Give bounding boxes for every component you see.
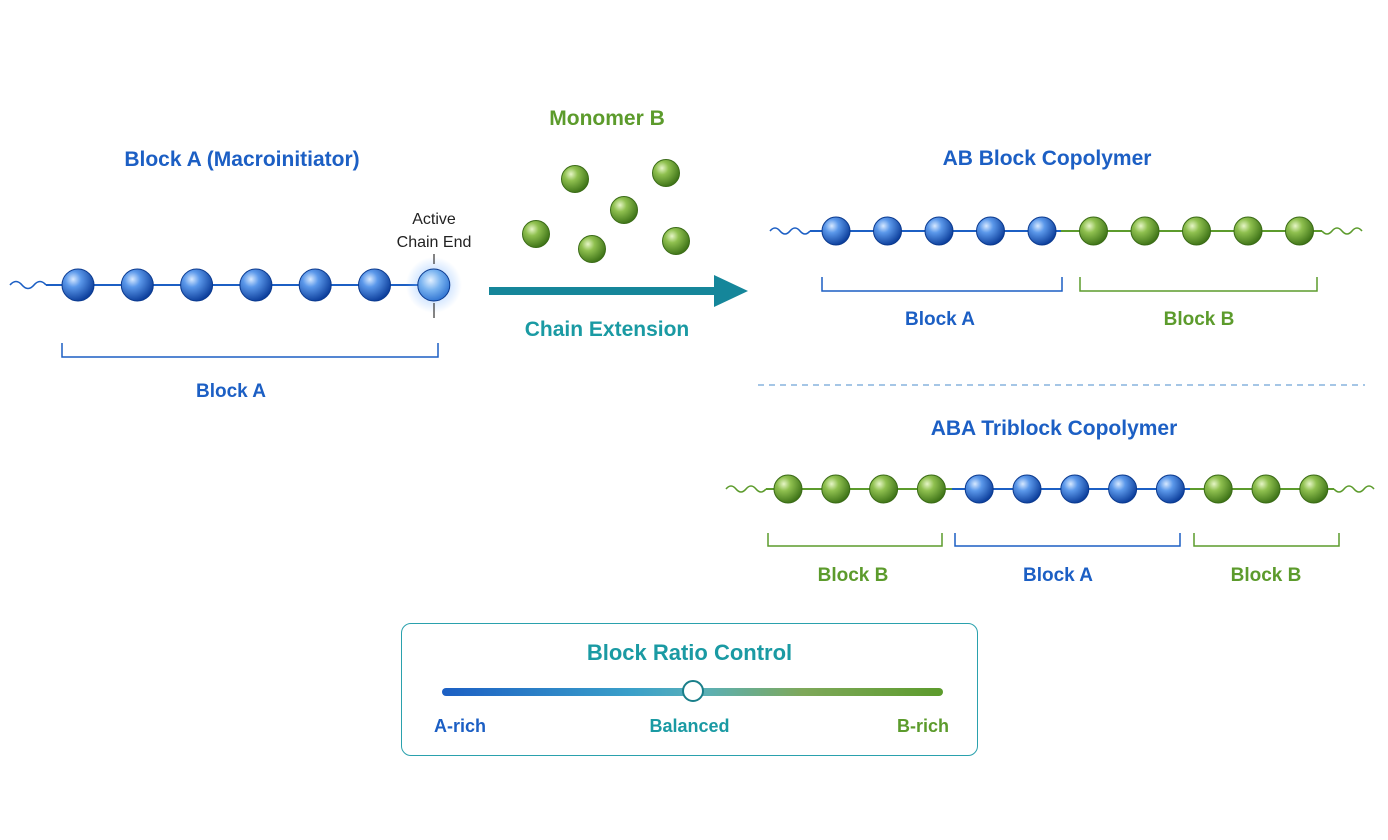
ab-block-a-bracket bbox=[821, 277, 1063, 292]
ab-left-wave bbox=[769, 227, 811, 235]
aba-a-bead bbox=[1060, 474, 1090, 504]
aba-copolymer-title: ABA Triblock Copolymer bbox=[931, 417, 1178, 440]
aba-block-a-label: Block A bbox=[1023, 565, 1093, 586]
macroinitiator-bracket bbox=[61, 343, 439, 358]
macro-a-bead bbox=[239, 268, 273, 302]
monomer-b-bead bbox=[610, 196, 638, 224]
aba-a-bead bbox=[1012, 474, 1042, 504]
aba-b-bead bbox=[1251, 474, 1281, 504]
ab-chain bbox=[821, 216, 1314, 246]
chain-extension-label: Chain Extension bbox=[525, 318, 690, 341]
monomer-b-bead bbox=[522, 220, 550, 248]
macroinitiator-title: Block A (Macroinitiator) bbox=[124, 148, 359, 171]
ab-a-bead bbox=[1027, 216, 1057, 246]
aba-block-b-left-label: Block B bbox=[818, 565, 889, 586]
ab-b-bead bbox=[1285, 216, 1314, 246]
monomer-b-bead bbox=[662, 227, 690, 255]
active-end-label-line1: Active bbox=[412, 211, 456, 228]
macro-a-bead bbox=[180, 268, 214, 302]
ratio-label-b-rich: B-rich bbox=[896, 716, 949, 736]
aba-a-bead bbox=[1108, 474, 1138, 504]
block-ratio-panel: Block Ratio Control A-rich Balanced B-ri… bbox=[401, 623, 978, 756]
aba-block-b-left-bracket bbox=[767, 533, 943, 547]
macro-a-bead bbox=[298, 268, 332, 302]
aba-a-bead bbox=[964, 474, 994, 504]
macro-a-bead bbox=[61, 268, 95, 302]
ab-b-bead bbox=[1233, 216, 1263, 246]
monomer-b-cloud bbox=[522, 159, 690, 263]
ab-b-bead bbox=[1079, 216, 1108, 246]
ab-b-bead bbox=[1182, 216, 1211, 246]
aba-b-bead bbox=[821, 474, 851, 504]
macroinitiator-chain bbox=[61, 257, 462, 313]
aba-a-bead bbox=[1155, 474, 1185, 504]
monomer-b-bead bbox=[652, 159, 680, 187]
aba-b-bead bbox=[869, 474, 899, 504]
chain-extension-arrowhead bbox=[714, 275, 748, 307]
block-ratio-slider-knob[interactable] bbox=[681, 680, 704, 702]
ab-right-wave bbox=[1321, 227, 1363, 235]
chain-end-wave bbox=[9, 280, 47, 290]
macro-a-bead bbox=[120, 268, 154, 302]
active-end-label-line2: Chain End bbox=[397, 234, 472, 251]
ab-copolymer-title: AB Block Copolymer bbox=[943, 147, 1152, 170]
ab-a-bead bbox=[873, 216, 902, 246]
ab-block-a-label: Block A bbox=[905, 309, 975, 330]
ab-b-bead bbox=[1130, 216, 1160, 246]
ab-a-bead bbox=[821, 216, 851, 246]
macroinitiator-bracket-label: Block A bbox=[196, 381, 266, 402]
ab-a-bead bbox=[924, 216, 954, 246]
ratio-label-a-rich: A-rich bbox=[434, 716, 487, 736]
aba-right-wave bbox=[1333, 485, 1375, 493]
aba-b-bead bbox=[916, 474, 946, 504]
aba-block-b-right-label: Block B bbox=[1231, 565, 1302, 586]
aba-chain bbox=[773, 474, 1329, 504]
ab-block-b-label: Block B bbox=[1164, 309, 1235, 330]
aba-b-bead bbox=[773, 474, 803, 504]
aba-block-a-bracket bbox=[954, 533, 1181, 547]
ab-a-bead bbox=[976, 216, 1005, 246]
active-chain-end-bead bbox=[417, 268, 451, 302]
aba-block-b-right-bracket bbox=[1193, 533, 1340, 547]
monomer-b-bead bbox=[561, 165, 589, 193]
aba-b-bead bbox=[1203, 474, 1233, 504]
ab-block-b-bracket bbox=[1079, 277, 1318, 292]
ratio-label-balanced: Balanced bbox=[649, 716, 730, 736]
monomer-b-bead bbox=[578, 235, 606, 263]
aba-b-bead bbox=[1299, 474, 1329, 504]
monomer-b-title: Monomer B bbox=[549, 107, 665, 130]
block-ratio-title: Block Ratio Control bbox=[586, 640, 793, 665]
macro-a-bead bbox=[358, 268, 391, 302]
aba-left-wave bbox=[725, 485, 767, 493]
